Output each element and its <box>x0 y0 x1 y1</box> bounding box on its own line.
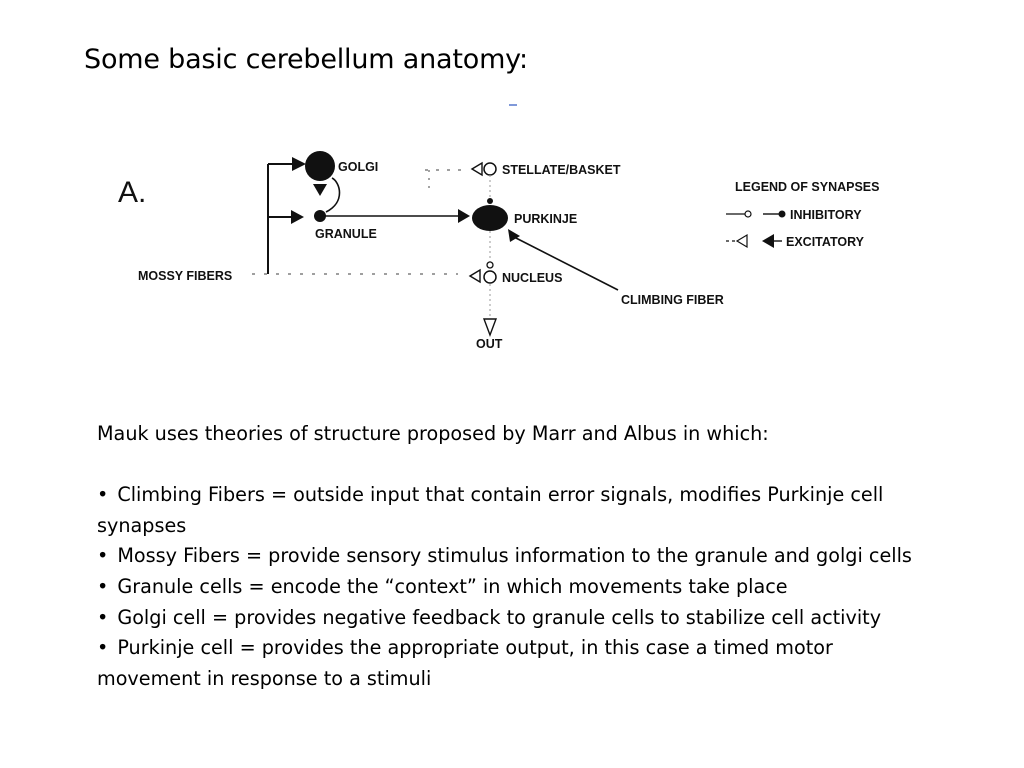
mossy-fibers-label: MOSSY FIBERS <box>138 269 232 283</box>
cerebellum-circuit-diagram: A. <box>0 90 1024 380</box>
golgi-label: GOLGI <box>338 160 378 174</box>
stellate-basket-label: STELLATE/BASKET <box>502 163 621 177</box>
mossy-to-granule-synapse <box>291 210 304 224</box>
purkinje-label: PURKINJE <box>514 212 577 226</box>
nucleus-excitatory-input <box>468 268 481 284</box>
climbing-fiber-label: CLIMBING FIBER <box>621 293 724 307</box>
legend-excitatory-label: EXCITATORY <box>786 235 865 249</box>
slide-title: Some basic cerebellum anatomy: <box>84 44 528 75</box>
bullet-text: Climbing Fibers = outside input that con… <box>97 483 884 537</box>
output-arrow <box>482 318 498 337</box>
golgi-cell <box>305 151 335 181</box>
bullet-marker: • <box>97 574 109 598</box>
bullet-text: Mossy Fibers = provide sensory stimulus … <box>117 544 912 568</box>
legend-title: LEGEND OF SYNAPSES <box>735 180 879 194</box>
bullet-text: Purkinje cell = provides the appropriate… <box>97 636 833 690</box>
bullet-granule-cells: • Granule cells = encode the “context” in… <box>97 572 937 603</box>
intro-paragraph: Mauk uses theories of structure proposed… <box>97 422 769 445</box>
out-label: OUT <box>476 337 503 351</box>
bullet-text: Granule cells = encode the “context” in … <box>117 574 788 598</box>
bullet-marker: • <box>97 605 109 629</box>
bullet-marker: • <box>97 636 109 660</box>
synapse-legend: LEGEND OF SYNAPSES INHIBITORY EXCITATORY <box>726 180 879 249</box>
bullet-marker: • <box>97 544 109 568</box>
parallel-to-purkinje-synapse <box>458 209 470 223</box>
climbing-fiber-line <box>513 236 619 291</box>
mossy-to-golgi-synapse <box>292 157 306 171</box>
bullet-mossy-fibers: • Mossy Fibers = provide sensory stimulus… <box>97 541 937 572</box>
legend-inhibitory-open-icon <box>744 210 752 218</box>
bullet-golgi-cell: • Golgi cell = provides negative feedback… <box>97 603 937 634</box>
purkinje-cell <box>472 205 508 231</box>
granule-label: GRANULE <box>315 227 377 241</box>
climbing-fiber-synapse <box>508 229 520 242</box>
golgi-to-granule-synapse <box>313 184 327 196</box>
bullet-text: Golgi cell = provides negative feedback … <box>117 605 882 629</box>
legend-excitatory-filled-icon <box>762 234 774 248</box>
stellate-basket-cell <box>483 162 497 176</box>
bullet-marker: • <box>97 483 109 507</box>
nucleus-cell <box>483 270 497 284</box>
explanation-text: Mauk uses theories of structure proposed… <box>97 419 937 694</box>
purkinje-to-nucleus-synapse <box>486 261 494 269</box>
stellate-excitatory-input <box>470 161 483 177</box>
legend-excitatory-open-icon <box>735 233 748 249</box>
bullet-climbing-fibers: •Climbing Fibers = outside input that co… <box>97 480 937 541</box>
legend-inhibitory-filled-icon <box>778 210 786 218</box>
legend-inhibitory-label: INHIBITORY <box>790 208 862 222</box>
stellate-to-purkinje-synapse <box>487 198 493 204</box>
bullet-purkinje-cell: •Purkinje cell = provides the appropriat… <box>97 633 937 694</box>
panel-label: A. <box>118 176 146 209</box>
granule-to-golgi-feedback <box>325 177 341 213</box>
nucleus-label: NUCLEUS <box>502 271 562 285</box>
